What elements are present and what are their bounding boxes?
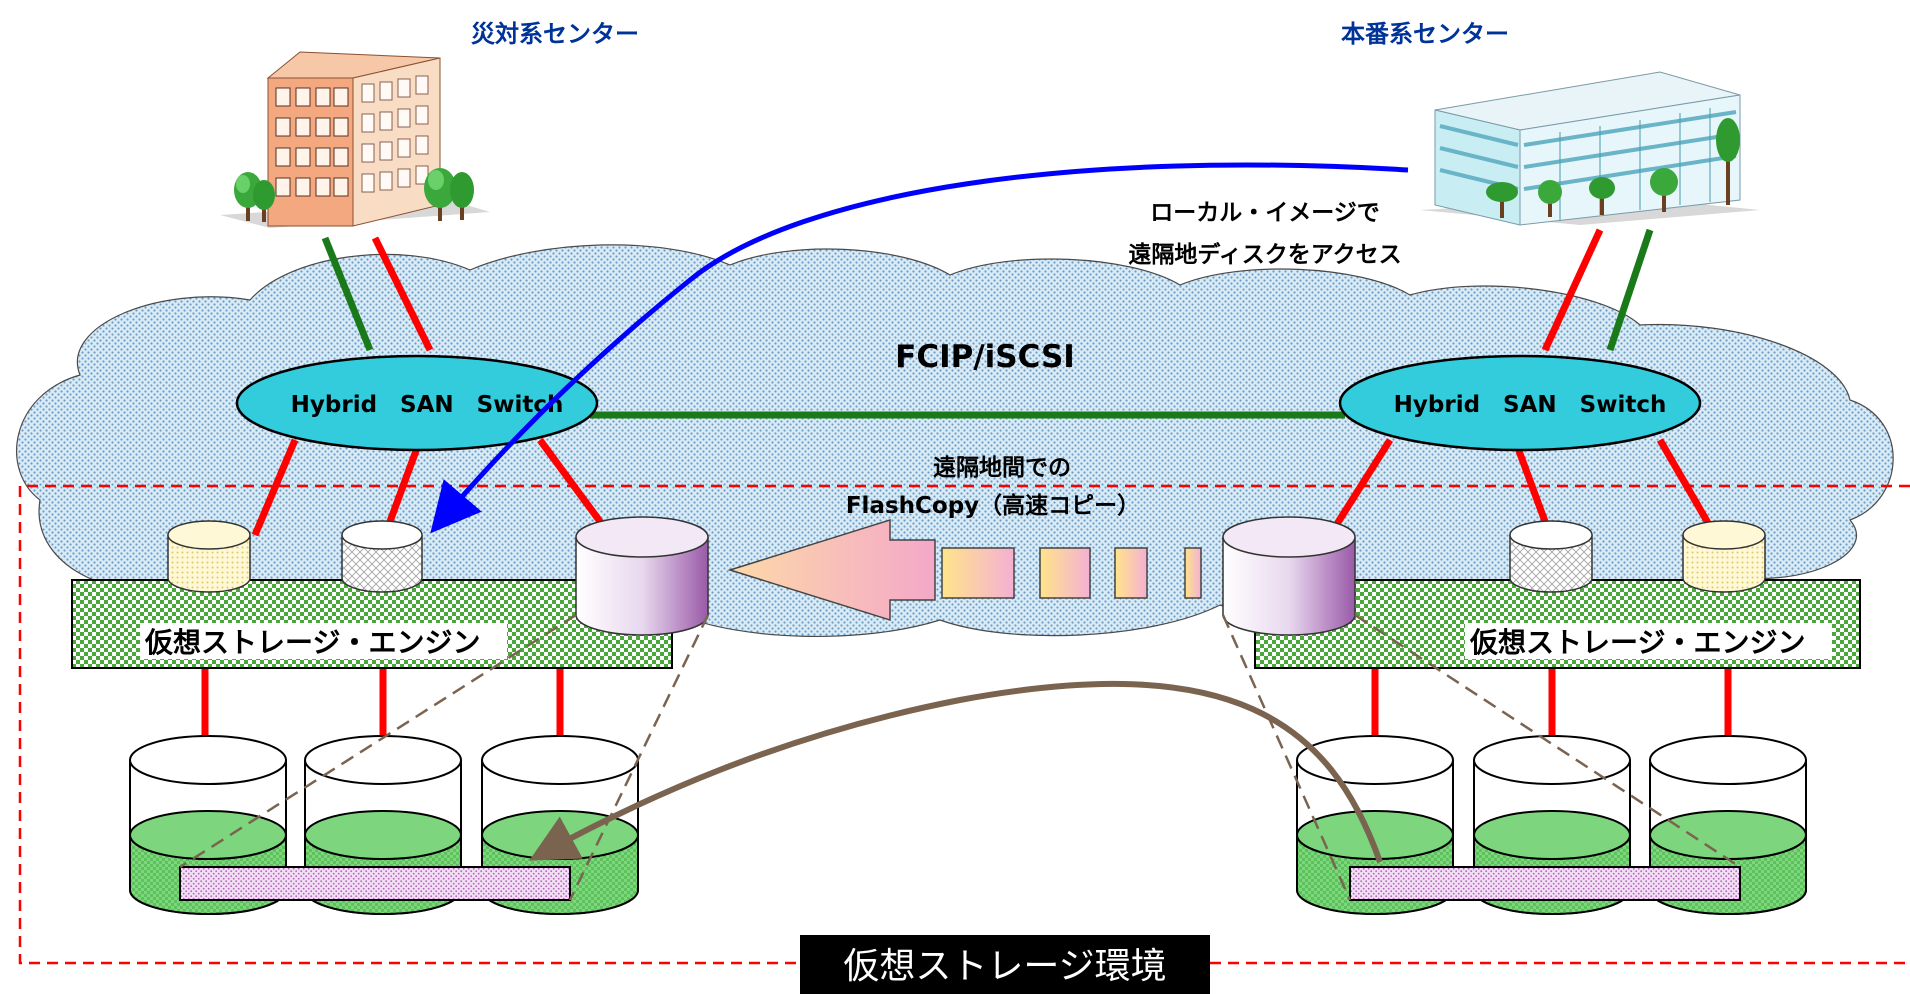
right-virtual-storage-engine: 仮想ストレージ・エンジン — [1254, 579, 1861, 669]
left-switch-label: Hybrid SAN Switch — [291, 392, 564, 418]
flashcopy-arrow — [727, 518, 1202, 622]
right-physical-storage — [1296, 735, 1807, 915]
left-physical-storage — [129, 735, 639, 915]
replication-copy-arrow — [529, 680, 1383, 863]
left-engine-label: 仮想ストレージ・エンジン — [144, 626, 480, 659]
left-virtual-disk-1 — [167, 520, 251, 593]
left-building-icon — [220, 51, 490, 228]
network-label: FCIP/iSCSI — [895, 339, 1075, 375]
remote-access-label-line1: ローカル・イメージで — [1150, 200, 1380, 226]
right-engine-label: 仮想ストレージ・エンジン — [1469, 626, 1805, 659]
right-san-switch: Hybrid SAN Switch — [1338, 354, 1702, 452]
flashcopy-label-line1: 遠隔地間での — [933, 454, 1071, 481]
virtual-environment-label: 仮想ストレージ環境 — [800, 935, 1210, 994]
right-source-disk — [1222, 516, 1356, 636]
virtual-environment-border — [18, 484, 1910, 965]
right-virtual-volume-bar — [1349, 866, 1741, 901]
right-storage-disk-3 — [1649, 735, 1807, 915]
left-san-switch: Hybrid SAN Switch — [235, 354, 599, 452]
right-virtual-disk-1 — [1509, 520, 1593, 593]
connection-lines — [201, 228, 1732, 740]
virtual-environment-label-text: 仮想ストレージ環境 — [843, 946, 1166, 987]
left-virtual-disk-2 — [341, 520, 423, 593]
left-virtual-storage-engine: 仮想ストレージ・エンジン — [71, 579, 673, 669]
left-site-title: 災対系センター — [471, 20, 639, 48]
right-site-title: 本番系センター — [1341, 20, 1509, 48]
remote-access-label-line2: 遠隔地ディスクをアクセス — [1128, 241, 1401, 268]
flashcopy-label-line2: FlashCopy（高速コピー） — [846, 492, 1140, 519]
left-replica-disk — [575, 516, 709, 636]
right-switch-label: Hybrid SAN Switch — [1394, 392, 1667, 418]
right-building-icon — [1420, 71, 1760, 226]
right-virtual-disk-2 — [1682, 520, 1766, 593]
remote-access-arrow — [430, 162, 1409, 534]
left-virtual-volume-bar — [179, 866, 571, 901]
mapping-dashed-lines — [179, 613, 1741, 901]
